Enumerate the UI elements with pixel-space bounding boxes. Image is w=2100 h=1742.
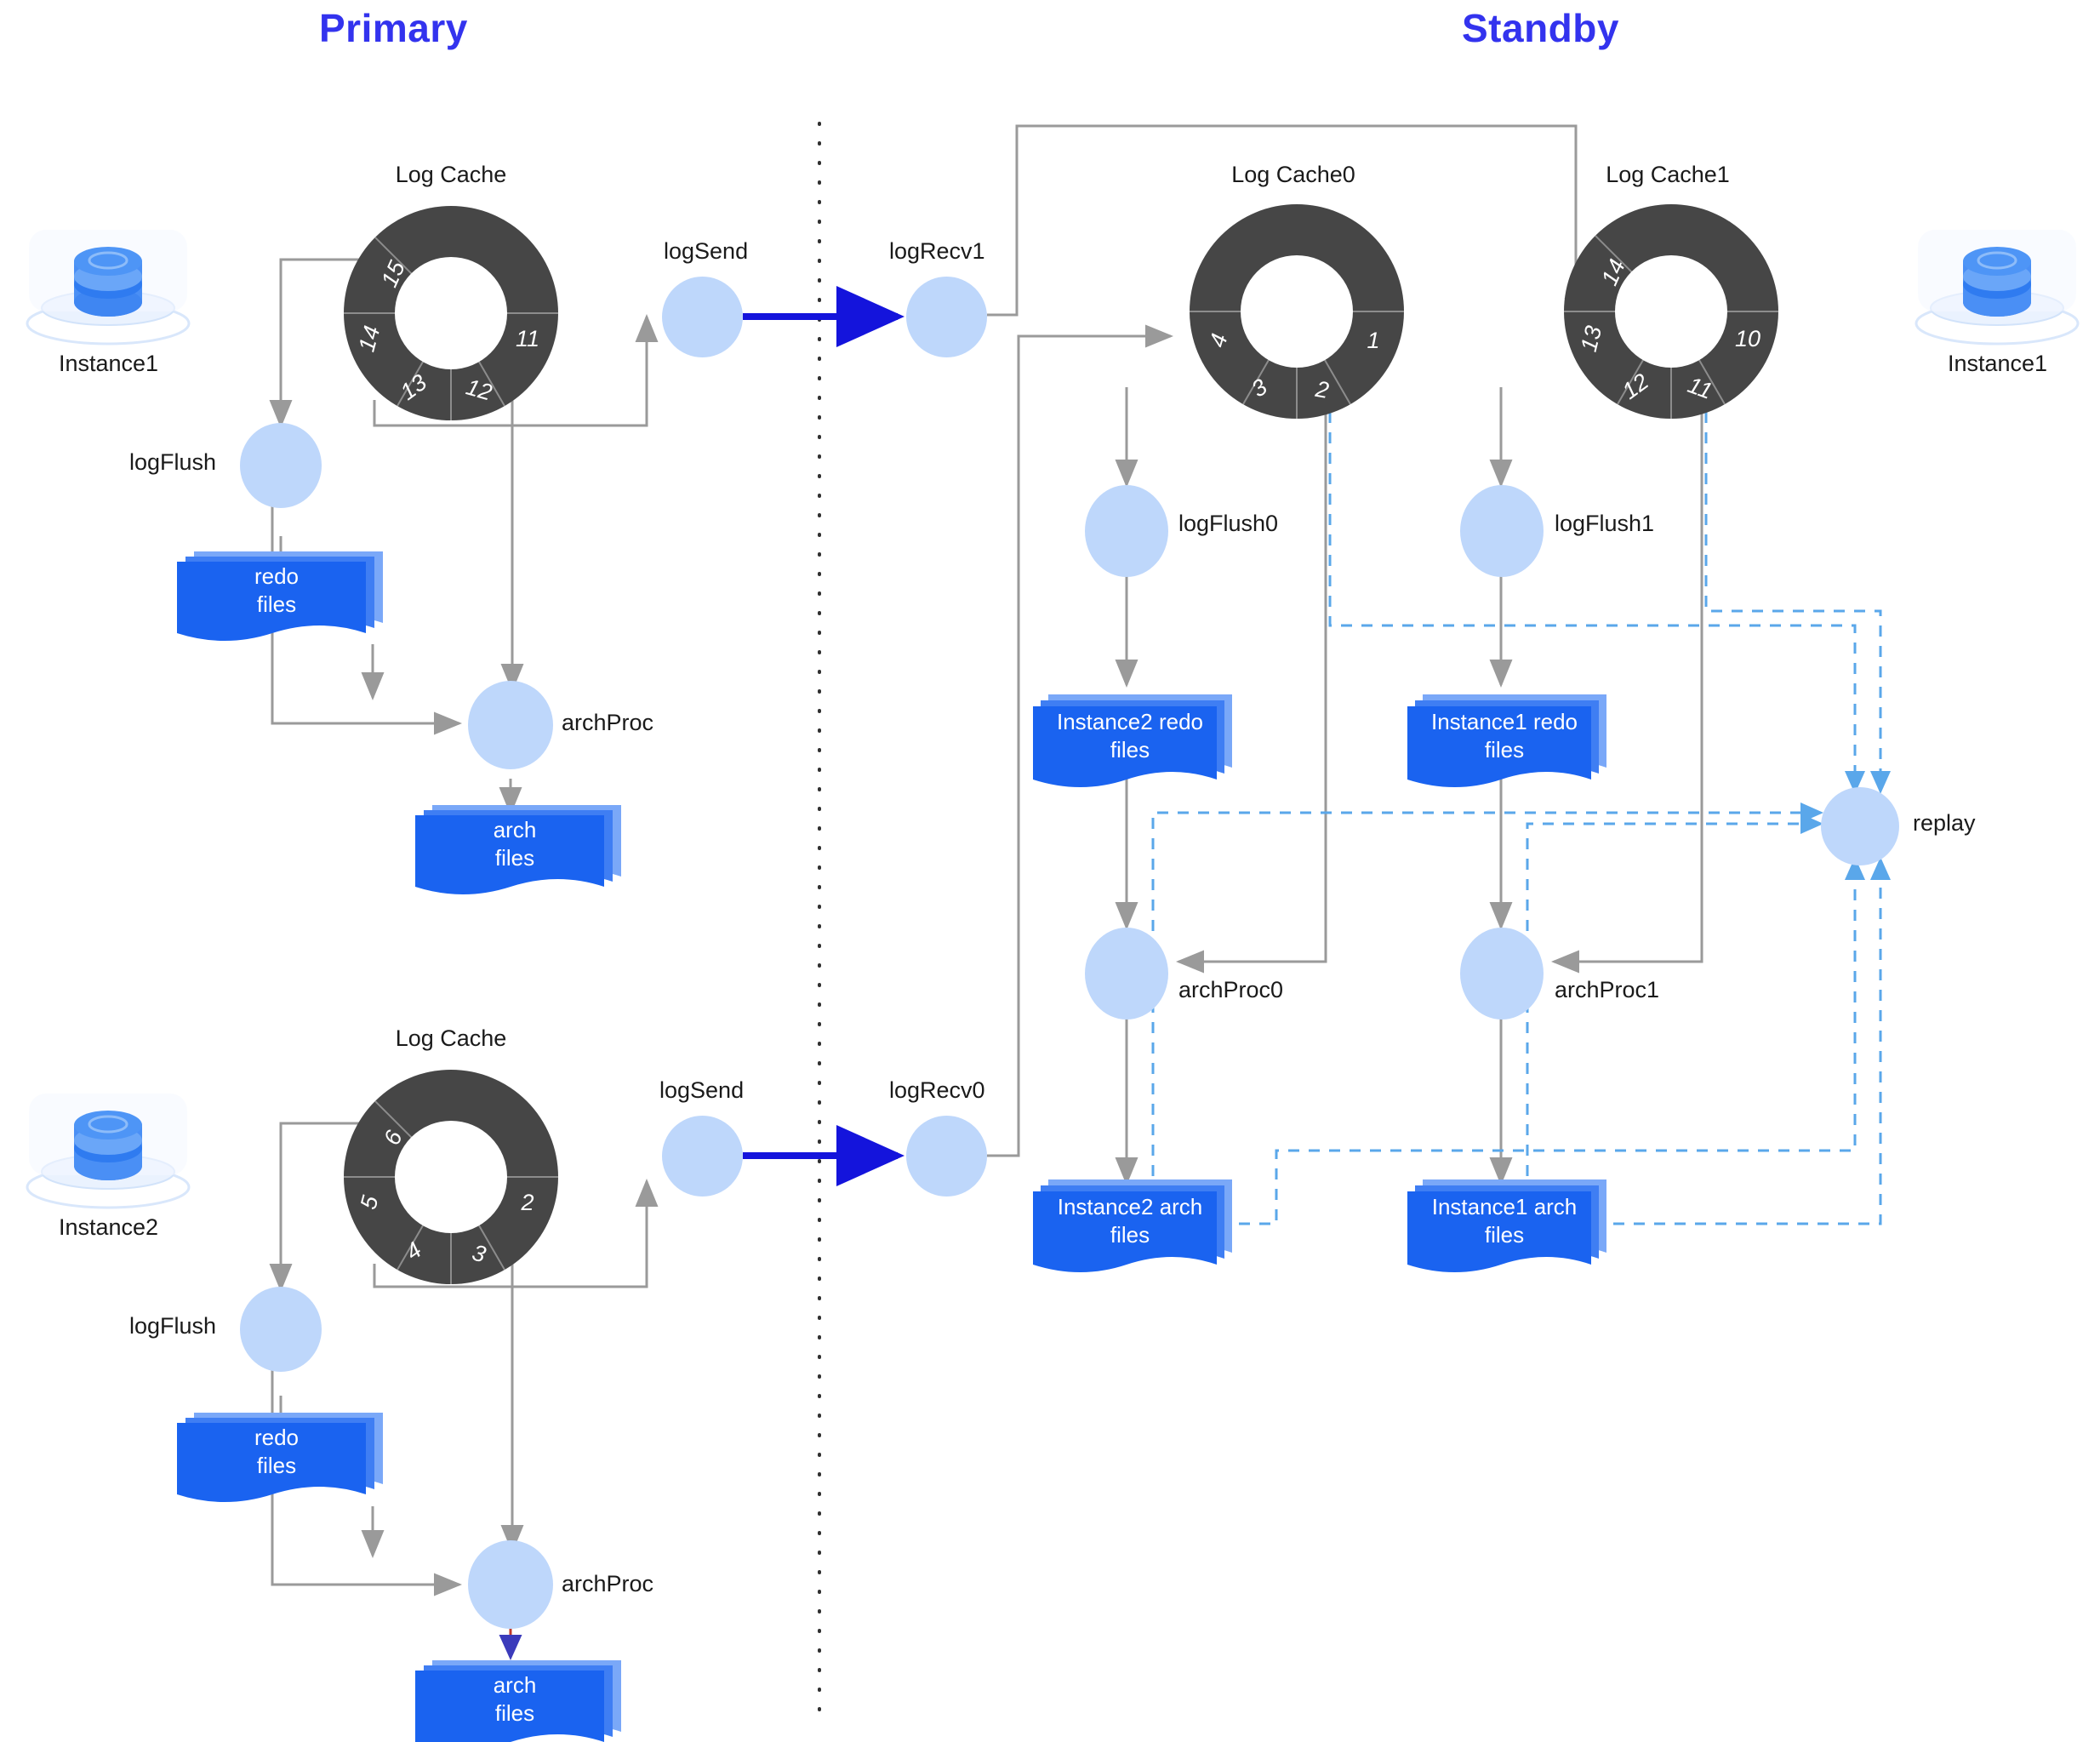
log-recv1-node[interactable] — [906, 277, 987, 357]
svg-text:11: 11 — [516, 326, 539, 351]
log-send-label-p1: logSend — [664, 238, 749, 264]
instance-label: Instance2 — [58, 1214, 159, 1240]
log-flush1-label: logFlush1 — [1555, 511, 1655, 536]
instance1-primary-node[interactable]: Instance1 — [17, 223, 200, 380]
database-icon — [26, 230, 191, 346]
log-flush1-node[interactable] — [1460, 485, 1544, 577]
arch-proc-node-p2[interactable] — [468, 1540, 553, 1629]
log-recv1-label: logRecv1 — [889, 238, 985, 264]
log-recv0-label: logRecv0 — [889, 1077, 985, 1103]
log-cache1-title: Log Cache1 — [1606, 162, 1730, 187]
instance-label: Instance1 — [1947, 351, 2048, 376]
arch-proc1-label: archProc1 — [1555, 977, 1660, 1002]
svg-text:1: 1 — [1367, 328, 1379, 353]
log-cache-donut-p2: 6 5 4 3 2 — [334, 1059, 568, 1294]
database-icon — [1915, 230, 2080, 346]
log-flush-label-p2: logFlush — [129, 1313, 217, 1339]
log-cache0-title: Log Cache0 — [1231, 162, 1355, 187]
log-send-node-p1[interactable] — [662, 277, 743, 357]
instance1-arch-files[interactable]: Instance1 arch files — [1402, 1174, 1606, 1280]
instance2-arch-files[interactable]: Instance2 arch files — [1028, 1174, 1232, 1280]
log-cache0-donut: 4 3 2 1 — [1179, 194, 1414, 429]
instance1-redo-files[interactable]: Instance1 redo files — [1402, 689, 1606, 795]
arch-proc-node-p1[interactable] — [468, 681, 553, 769]
instance-label: Instance1 — [58, 351, 159, 376]
arch-proc1-node[interactable] — [1460, 928, 1544, 1019]
log-flush-node-p1[interactable] — [240, 423, 322, 508]
redo-files-p1[interactable]: redo files — [170, 545, 383, 648]
log-flush-node-p2[interactable] — [240, 1287, 322, 1372]
instance1-standby-node[interactable]: Instance1 — [1906, 223, 2089, 380]
log-flush0-label: logFlush0 — [1178, 511, 1279, 536]
svg-text:13: 13 — [1576, 323, 1606, 354]
log-send-label-p2: logSend — [659, 1077, 745, 1103]
arch-proc-label-p2: archProc — [562, 1571, 654, 1596]
log-cache-title-p2: Log Cache — [395, 1025, 507, 1051]
log-cache-title-p1: Log Cache — [395, 162, 507, 187]
page-title-primary: Primary — [319, 6, 468, 50]
replay-label: replay — [1913, 810, 1976, 836]
log-cache1-donut: 14 13 12 11 10 — [1554, 194, 1789, 429]
svg-text:10: 10 — [1735, 326, 1760, 351]
log-flush-label-p1: logFlush — [129, 449, 217, 475]
instance2-primary-node[interactable]: Instance2 — [17, 1087, 200, 1244]
svg-text:2: 2 — [520, 1190, 534, 1215]
page-title-standby: Standby — [1462, 6, 1619, 50]
log-cache-donut-p1: 15 14 13 12 11 — [334, 196, 568, 431]
database-icon — [26, 1094, 191, 1209]
instance2-redo-files[interactable]: Instance2 redo files — [1028, 689, 1232, 795]
arch-proc0-node[interactable] — [1085, 928, 1168, 1019]
log-recv0-node[interactable] — [906, 1116, 987, 1197]
log-flush0-node[interactable] — [1085, 485, 1168, 577]
log-send-node-p2[interactable] — [662, 1116, 743, 1197]
replay-node[interactable] — [1821, 787, 1899, 865]
arch-proc0-label: archProc0 — [1178, 977, 1284, 1002]
arch-proc-label-p1: archProc — [562, 710, 654, 735]
redo-files-p2[interactable]: redo files — [170, 1406, 383, 1510]
arch-files-p2[interactable]: arch files — [408, 1653, 621, 1742]
svg-text:2: 2 — [1313, 376, 1331, 403]
arch-files-p1[interactable]: arch files — [408, 798, 621, 902]
